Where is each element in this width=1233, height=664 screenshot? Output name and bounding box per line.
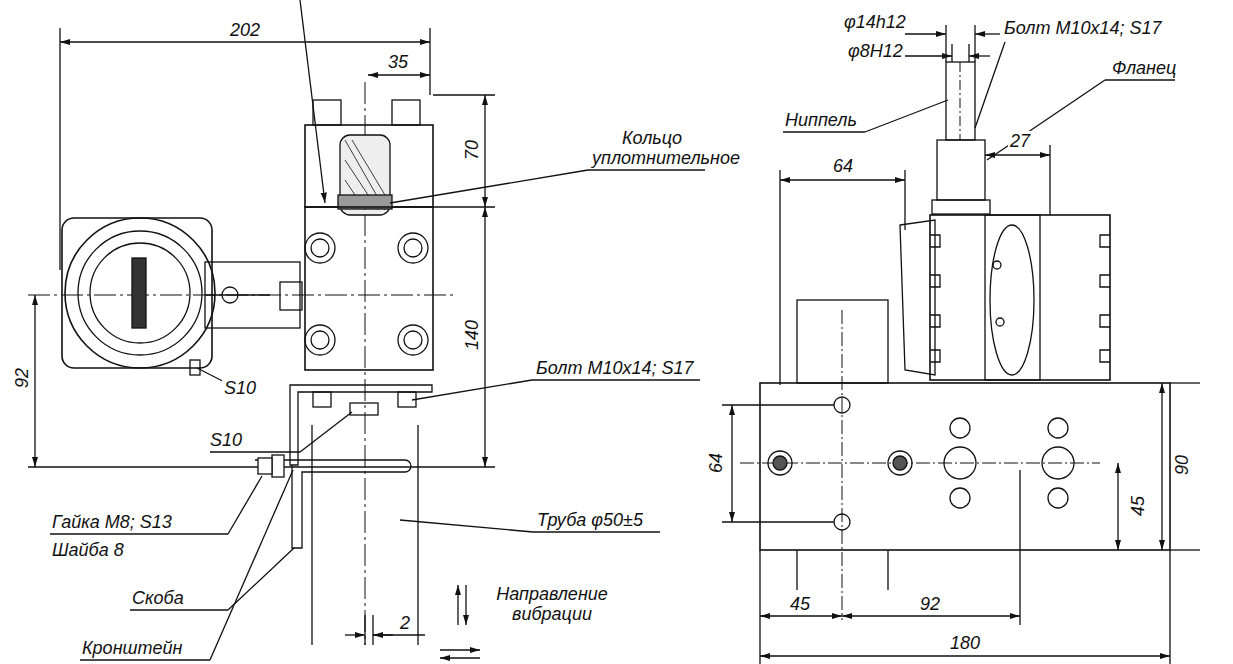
dimension-label: Болт M10x14; S17	[534, 358, 696, 378]
dimension-label: 45	[788, 594, 812, 614]
dimension-label: S10	[222, 378, 258, 398]
dimension-label: S10	[208, 430, 244, 450]
dimension-label: Болт M10x14; S17	[1002, 18, 1164, 38]
dimension-label: 70	[462, 138, 482, 162]
dimension-label: 202	[228, 20, 262, 40]
dimension-label: 64	[706, 451, 726, 475]
right-view	[722, 25, 1200, 664]
dimension-label: 92	[918, 594, 942, 614]
dimension-label: Скоба	[130, 588, 186, 608]
left-view	[28, 0, 705, 660]
dimension-label: Гайка M8; S13	[50, 512, 174, 532]
dimension-label: φ14h12	[842, 12, 908, 32]
dimension-label: Шайба 8	[50, 540, 126, 560]
dimension-label: φ8H12	[846, 41, 905, 61]
dimension-label: 92	[12, 366, 32, 390]
dimension-label: 35	[386, 52, 410, 72]
dimension-label: 2	[398, 613, 412, 633]
dimension-label: Кольцо уплотнительное	[590, 128, 714, 168]
dimension-label: Кронштейн	[80, 638, 184, 658]
dimension-label: Ниппель	[783, 110, 859, 130]
dimension-label: 64	[831, 156, 855, 176]
dimension-label: 90	[1172, 453, 1192, 477]
dimension-label: 180	[948, 633, 982, 653]
dimension-label: 140	[462, 318, 482, 352]
dimension-label: 45	[1128, 494, 1148, 518]
dimension-label: Фланец	[1110, 58, 1178, 78]
dimension-label: Труба φ50±5	[535, 510, 645, 530]
dimension-label: Направление вибрации	[490, 584, 614, 624]
dimension-label: 27	[1008, 131, 1032, 151]
